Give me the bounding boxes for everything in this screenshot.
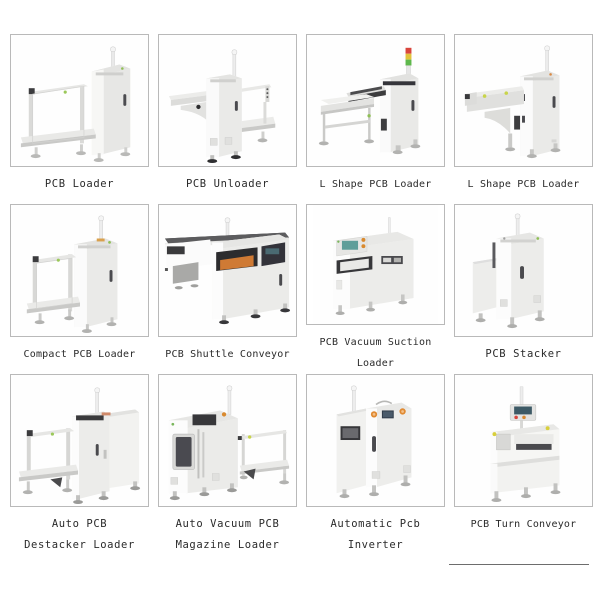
product-image-5[interactable] xyxy=(10,204,149,337)
product-card-5[interactable]: Compact PCB Loader xyxy=(9,204,150,374)
product-card-2[interactable]: PCB Unloader xyxy=(157,34,298,204)
product-label-7: PCB Vacuum Suction Loader xyxy=(319,337,432,369)
label-line-2: Magazine Loader xyxy=(175,539,280,551)
product-label-9: Auto PCB Destacker Loader xyxy=(9,514,150,556)
product-card-9[interactable]: Auto PCB Destacker Loader xyxy=(9,374,150,570)
product-image-8[interactable] xyxy=(454,204,593,337)
product-card-1[interactable]: PCB Loader xyxy=(9,34,150,204)
product-image-7[interactable] xyxy=(306,204,445,325)
product-card-6[interactable]: PCB Shuttle Conveyor xyxy=(157,204,298,374)
product-label-10: Auto Vacuum PCB Magazine Loader xyxy=(157,514,298,556)
label-line-2: Inverter xyxy=(347,539,404,551)
product-label-1: PCB Loader xyxy=(44,178,115,190)
product-image-12[interactable] xyxy=(454,374,593,507)
product-image-4[interactable] xyxy=(454,34,593,167)
product-image-9[interactable] xyxy=(10,374,149,507)
product-card-3[interactable]: L Shape PCB Loader xyxy=(305,34,446,204)
product-card-7[interactable]: PCB Vacuum Suction Loader xyxy=(305,204,446,374)
product-label-12: PCB Turn Conveyor xyxy=(470,519,577,530)
product-image-11[interactable] xyxy=(306,374,445,507)
label-line-1: Automatic Pcb xyxy=(330,518,421,530)
label-line-1: Auto Vacuum PCB xyxy=(175,518,280,530)
product-card-10[interactable]: Auto Vacuum PCB Magazine Loader xyxy=(157,374,298,570)
product-label-6: PCB Shuttle Conveyor xyxy=(165,349,290,360)
product-label-2: PCB Unloader xyxy=(185,178,270,190)
product-label-5: Compact PCB Loader xyxy=(23,349,136,360)
product-label-8: PCB Stacker xyxy=(485,348,562,360)
product-label-3: L Shape PCB Loader xyxy=(319,179,432,190)
label-line-1: Auto PCB xyxy=(51,518,108,530)
product-image-1[interactable] xyxy=(10,34,149,167)
label-line-2: Destacker Loader xyxy=(24,539,135,551)
product-image-2[interactable] xyxy=(158,34,297,167)
product-card-8[interactable]: PCB Stacker xyxy=(453,204,594,374)
product-image-6[interactable] xyxy=(158,204,297,337)
product-image-3[interactable] xyxy=(306,34,445,167)
product-image-10[interactable] xyxy=(158,374,297,507)
product-label-4: L Shape PCB Loader xyxy=(467,179,580,190)
product-card-12[interactable]: PCB Turn Conveyor xyxy=(453,374,594,570)
bottom-divider-line xyxy=(449,564,589,565)
product-card-4[interactable]: L Shape PCB Loader xyxy=(453,34,594,204)
